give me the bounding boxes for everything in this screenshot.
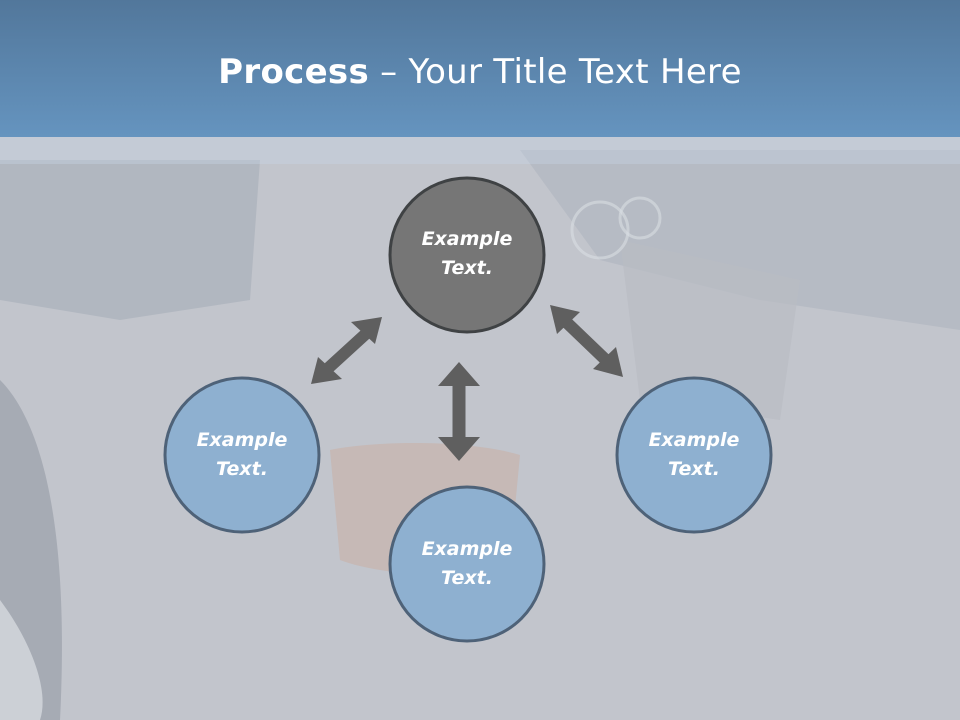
node-right-line2: Text. [668, 458, 720, 480]
arrow-center-bottom [438, 362, 480, 461]
title-rest: – Your Title Text Here [369, 52, 742, 92]
node-bottom-line1: Example [421, 538, 513, 560]
node-right [615, 376, 773, 534]
node-bottom [388, 485, 546, 643]
node-center-label: Example Text. [387, 225, 547, 283]
arrow-center-left [311, 317, 382, 384]
node-right-label: Example Text. [614, 426, 774, 484]
node-left [163, 376, 321, 534]
node-center-line2: Text. [441, 257, 493, 279]
node-center [388, 176, 546, 334]
slide-title: Process – Your Title Text Here [0, 52, 960, 92]
node-bottom-label: Example Text. [387, 535, 547, 593]
node-left-line2: Text. [216, 458, 268, 480]
node-left-line1: Example [196, 429, 288, 451]
node-center-line1: Example [421, 228, 513, 250]
title-bold: Process [218, 52, 370, 92]
node-right-line1: Example [648, 429, 740, 451]
node-left-label: Example Text. [162, 426, 322, 484]
node-bottom-line2: Text. [441, 567, 493, 589]
title-bar [0, 0, 960, 137]
header-accent-strip [0, 137, 960, 164]
arrow-center-right [550, 305, 623, 377]
